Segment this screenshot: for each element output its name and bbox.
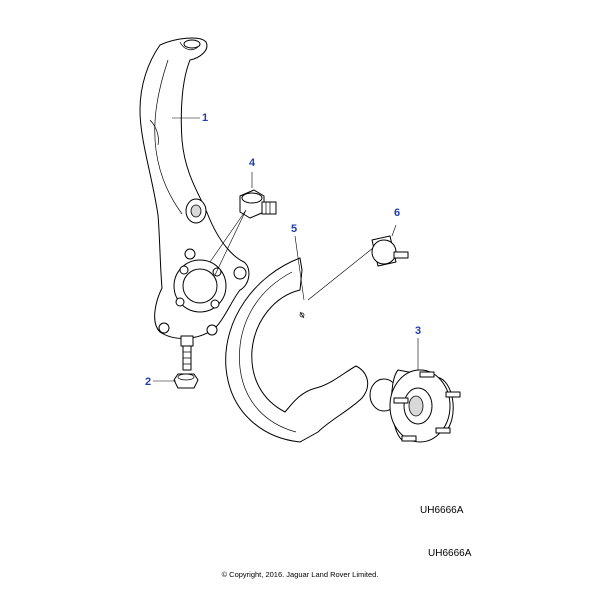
callout-knuckle: 1 bbox=[202, 112, 208, 124]
callout-pin: 6 bbox=[394, 207, 400, 219]
callout-hub-bearing: 3 bbox=[415, 325, 421, 337]
steering-knuckle bbox=[139, 37, 250, 339]
callout-numbers: 1 2 3 4 5 6 bbox=[145, 112, 421, 388]
callout-bolt: 4 bbox=[249, 157, 256, 169]
hub-bearing bbox=[369, 369, 461, 443]
copyright-notice: © Copyright, 2016. Jaguar Land Rover Lim… bbox=[221, 570, 379, 579]
flange-bolt bbox=[239, 189, 277, 219]
callout-splash-shield: 5 bbox=[291, 223, 297, 235]
image-reference-code: UH6666A bbox=[428, 548, 472, 559]
leader-lines bbox=[153, 117, 419, 382]
ball-joint-stud bbox=[180, 335, 194, 371]
ball-joint-nut bbox=[173, 373, 199, 389]
wheel-studs bbox=[393, 371, 461, 442]
callout-ball-joint-nut: 2 bbox=[145, 376, 151, 388]
diagram-reference-code: UH6666A bbox=[420, 505, 464, 516]
locating-pin bbox=[371, 235, 409, 267]
splash-shield bbox=[225, 257, 369, 443]
